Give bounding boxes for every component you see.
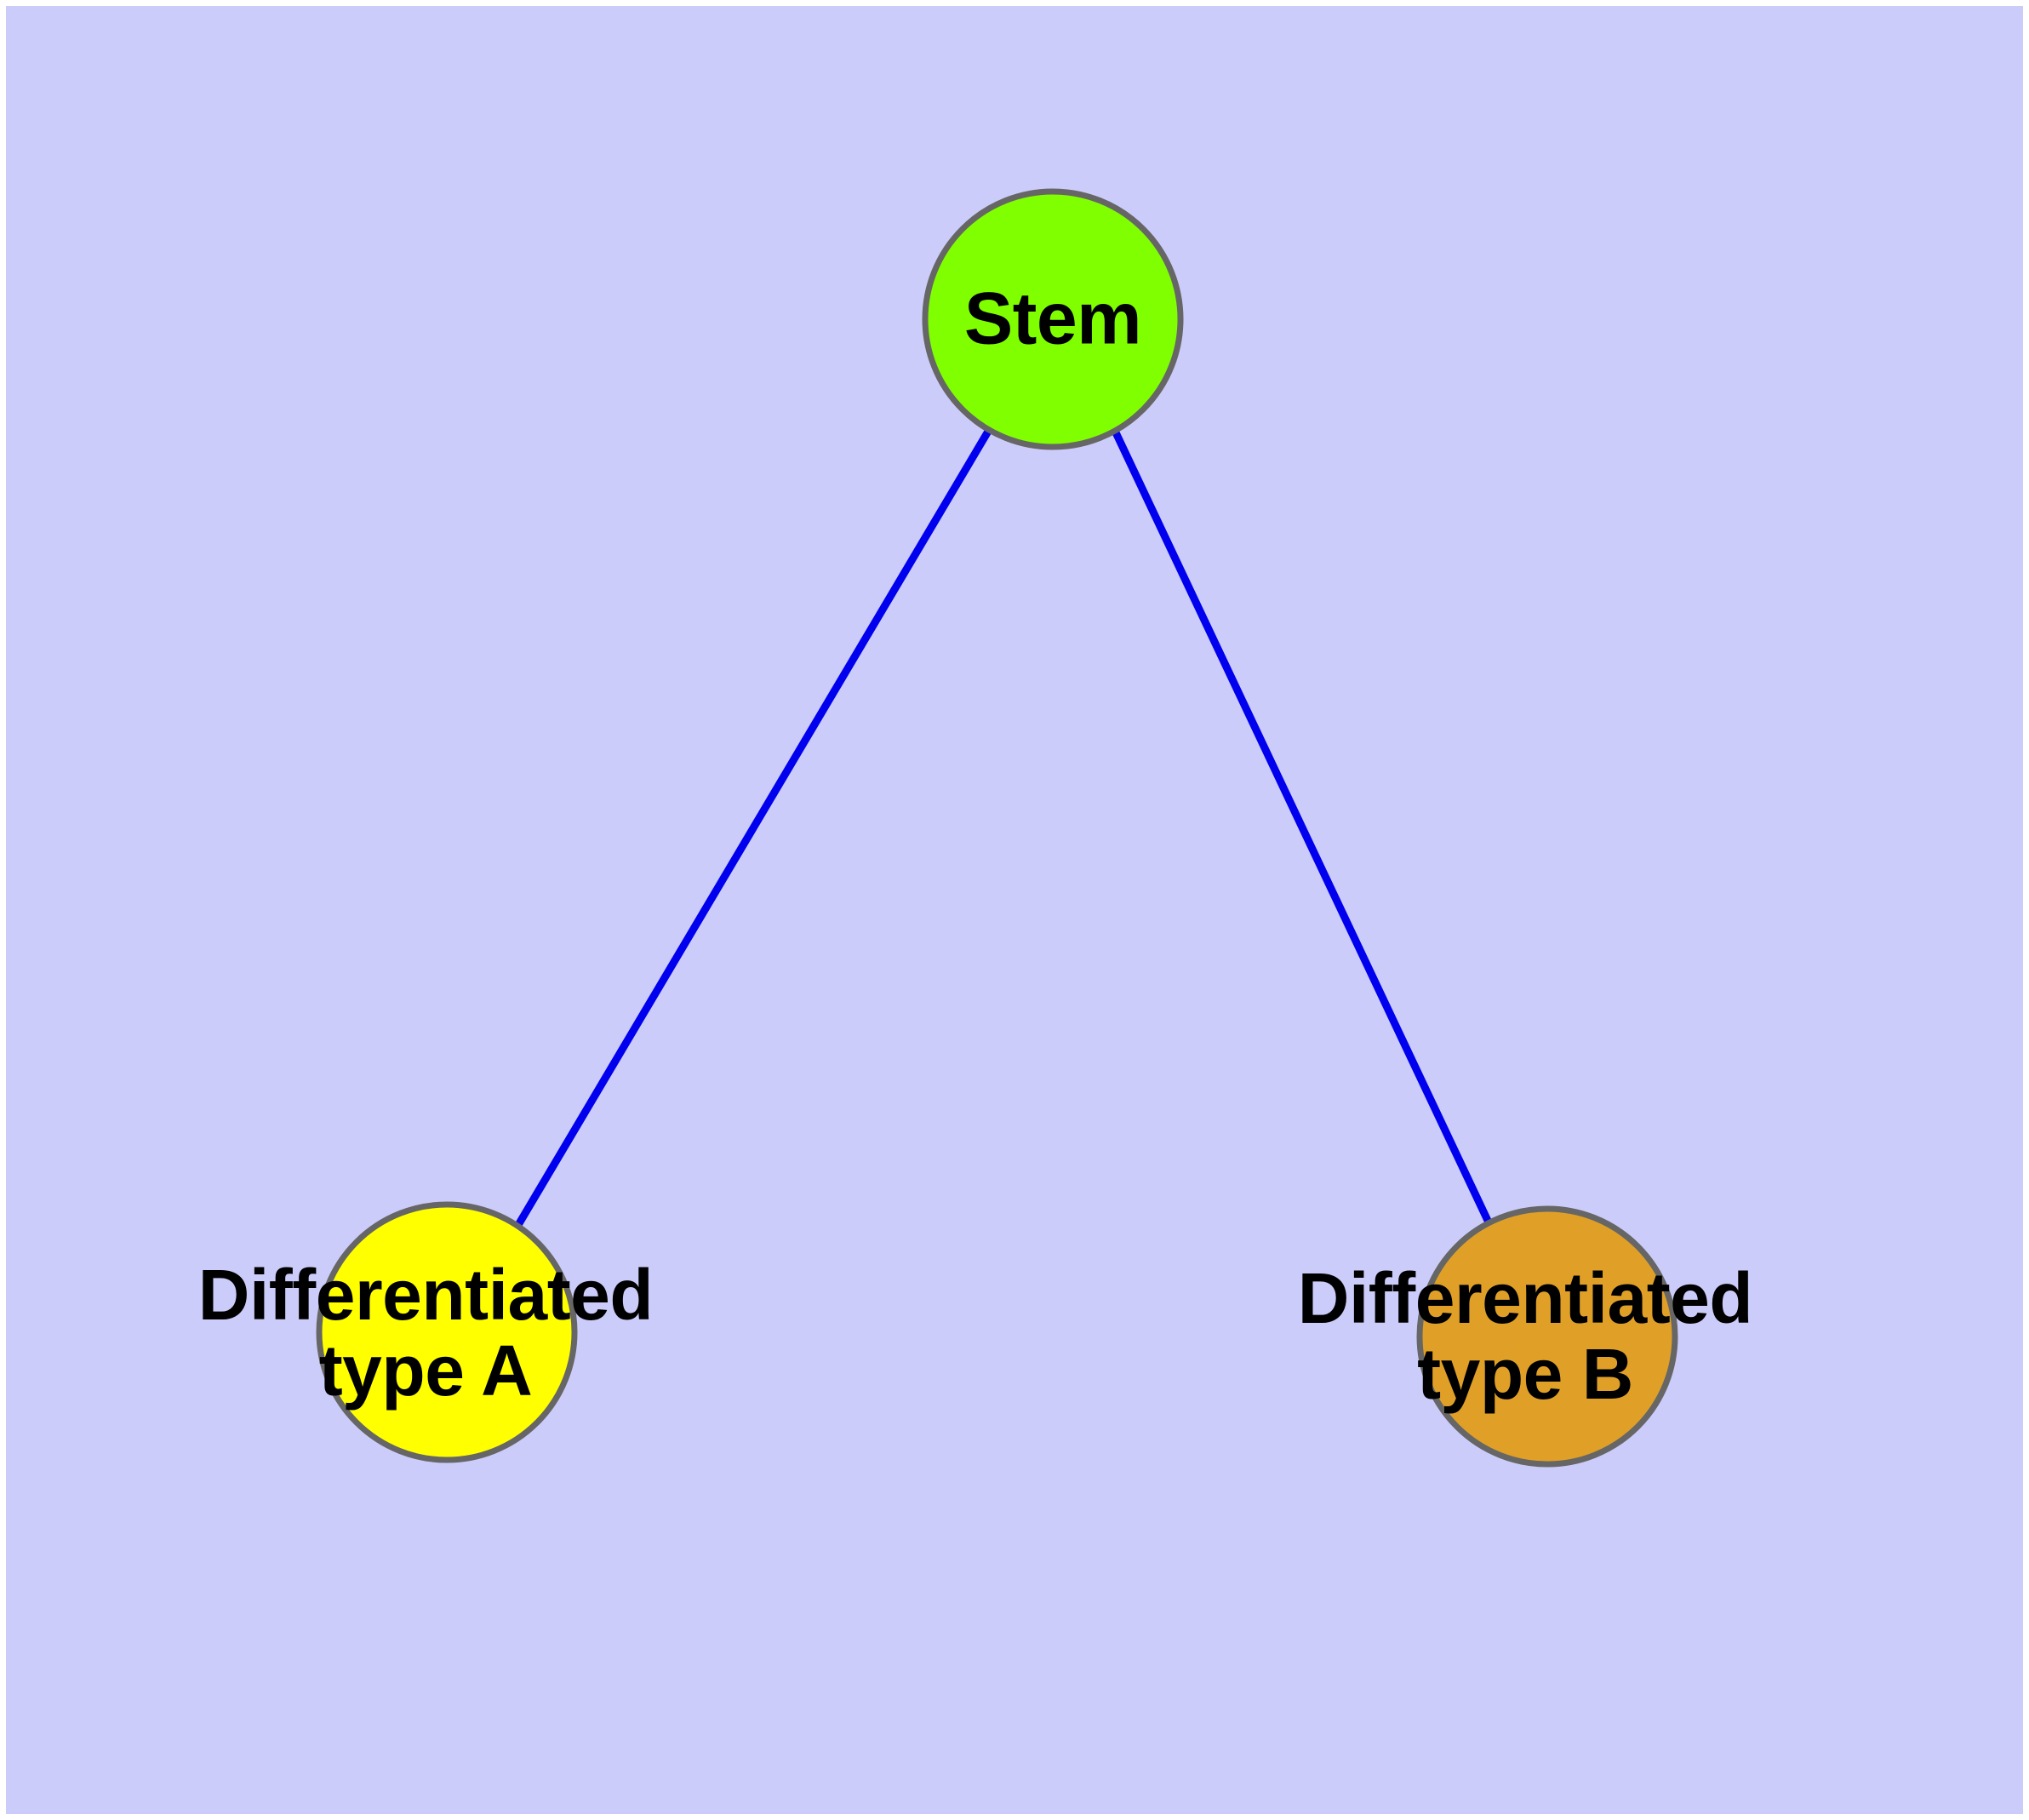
node-stem[interactable]: [922, 188, 1184, 450]
node-differentiated-type-a[interactable]: [316, 1201, 578, 1463]
edge-stem-to-differentiated-type-b[interactable]: [1111, 429, 1494, 1226]
edge-stem-to-differentiated-type-a[interactable]: [512, 427, 992, 1232]
node-layer: [316, 188, 1678, 1468]
node-differentiated-type-b[interactable]: [1416, 1205, 1678, 1468]
edge-layer: [512, 427, 1494, 1232]
